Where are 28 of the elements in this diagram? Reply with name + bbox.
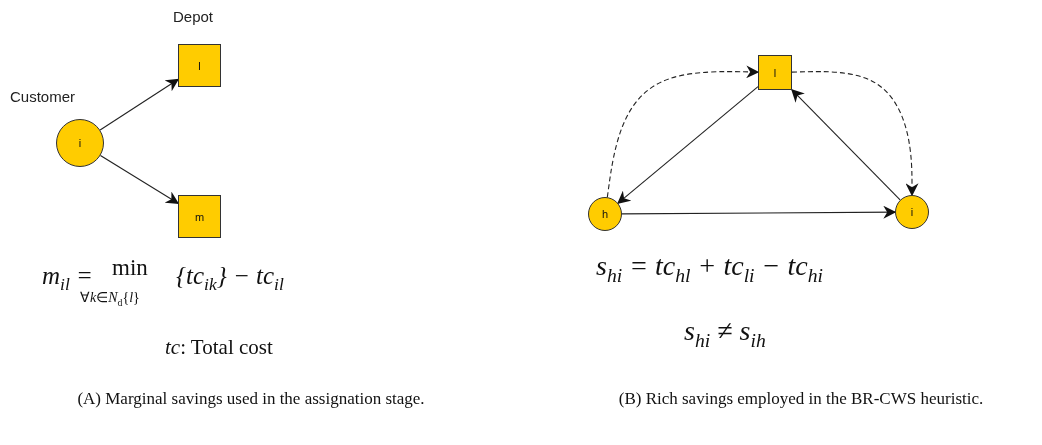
dashed-arrow: [606, 65, 760, 198]
arrow: [791, 88, 901, 201]
arrow: [617, 86, 759, 204]
formula: {tc$_{ik}$} − tc$_{il}$: [176, 262, 284, 295]
arrow: [621, 205, 897, 219]
arrow: [99, 78, 180, 131]
depot-node: [178, 44, 221, 87]
node-label: h: [601, 208, 609, 220]
figure-caption: (A) Marginal savings used in the assignation stage.: [76, 388, 426, 410]
node-label: i: [910, 206, 914, 218]
customer-node: [588, 197, 622, 231]
depot-node: [178, 195, 221, 238]
arrow: [99, 155, 180, 204]
depot-node: [758, 55, 792, 90]
node-label: l: [773, 66, 777, 79]
formula: min: [112, 255, 148, 281]
node-label: l: [198, 59, 201, 72]
customer-node: [895, 195, 929, 229]
customer-node: [56, 119, 104, 167]
node-label: m: [194, 210, 205, 223]
node-caption: Depot: [173, 8, 214, 25]
formula: s$_{hi}$ = tc$_{hl}$ + tc$_{li}$ − tc$_{hi}$: [596, 250, 823, 287]
figure-caption: (B) Rich savings employed in the BR-CWS heuristic.: [617, 388, 985, 410]
node-label: i: [78, 137, 82, 149]
formula: s$_{hi}$ ≠ s$_{ih}$: [684, 315, 766, 352]
dashed-arrow: [791, 71, 919, 197]
formula: tc: Total cost: [165, 335, 273, 360]
node-caption: Customer: [10, 88, 76, 105]
